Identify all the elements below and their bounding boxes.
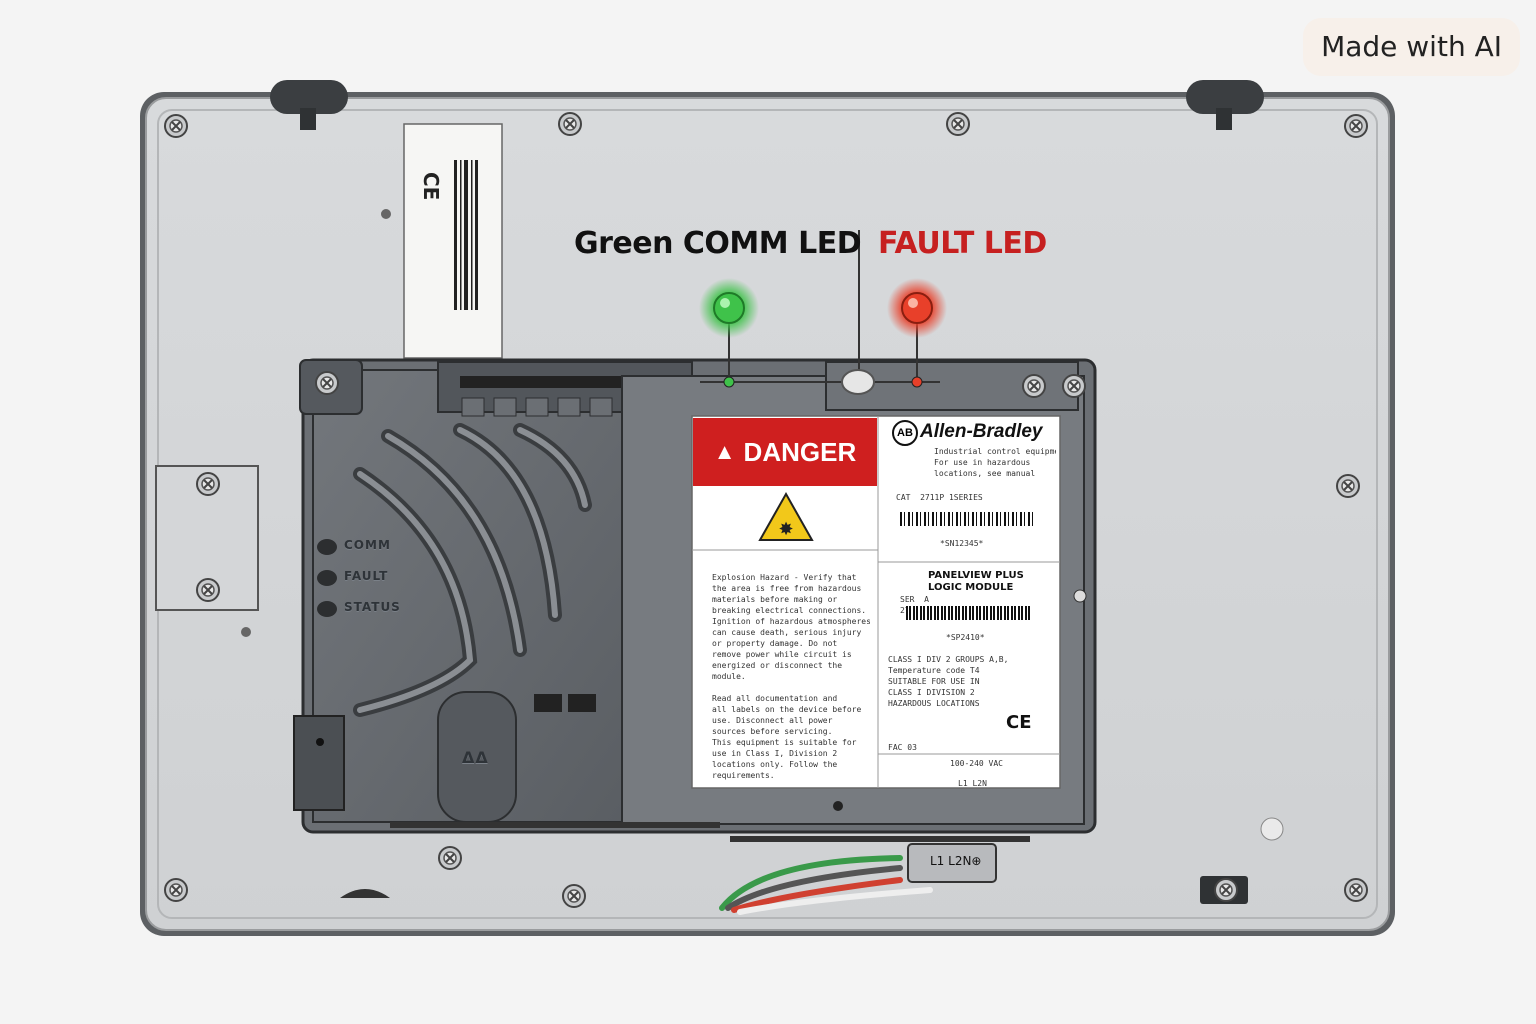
explosion-hazard-icon: ✸ [758, 491, 814, 541]
comm-led-label: Green COMM LED [574, 226, 862, 261]
serial-caption: *SN12345* [940, 539, 984, 548]
module-name: PANELVIEW PLUS LOGIC MODULE [928, 570, 1024, 593]
comm-led-point [723, 376, 735, 388]
engraving-comm: COMM [344, 538, 391, 552]
engraving-fault: FAULT [344, 569, 389, 583]
barcode-1 [900, 512, 1036, 526]
footer-terminal: L1 L2N [958, 779, 987, 788]
danger-header-text: DANGER [743, 436, 857, 467]
allen-bradley-logo: AB [892, 420, 918, 446]
warning-icon: ▲ [713, 439, 736, 464]
power-terminal-label: L1 L2N⊕ [930, 854, 982, 868]
ce-mark: CE [419, 172, 443, 200]
power-terminal-block [907, 843, 997, 883]
comm-led [699, 278, 759, 338]
made-with-ai-badge: Made with AI [1303, 18, 1520, 76]
serial-caption-2: *SP2410* [946, 633, 985, 642]
catalog-line: CAT 2711P 1SERIES [896, 493, 983, 502]
power-wires [719, 855, 933, 915]
light-pipe-lens [841, 369, 875, 395]
fault-led-label: FAULT LED [878, 226, 1047, 261]
bottom-vents [390, 822, 1030, 842]
engraving-status: STATUS [344, 600, 401, 614]
module-status-indicators [317, 539, 337, 617]
footer-text: 100-240 VAC [950, 759, 1003, 768]
side-bracket [155, 465, 259, 611]
mounting-clip-right [1186, 80, 1264, 130]
side-sticker: CE [403, 123, 503, 359]
mounting-clip-left [270, 80, 348, 130]
product-top-text: Industrial control equipment For use in … [934, 447, 1056, 478]
svg-text:✸: ✸ [778, 519, 793, 540]
footer-left: FAC 03 [888, 743, 917, 752]
danger-body-text: Explosion Hazard - Verify that the area … [712, 573, 870, 780]
danger-header: ▲ DANGER [693, 418, 877, 486]
fault-led-point [911, 376, 923, 388]
barcode-2 [906, 606, 1030, 620]
brand-name: Allen-Bradley [920, 421, 1043, 442]
fault-led [887, 278, 947, 338]
ce-mark-label: CE [1006, 712, 1032, 733]
spec-text: CLASS I DIV 2 GROUPS A,B,C,D Temperature… [888, 655, 1008, 708]
triangle-mark: ΔΔ [462, 748, 489, 767]
